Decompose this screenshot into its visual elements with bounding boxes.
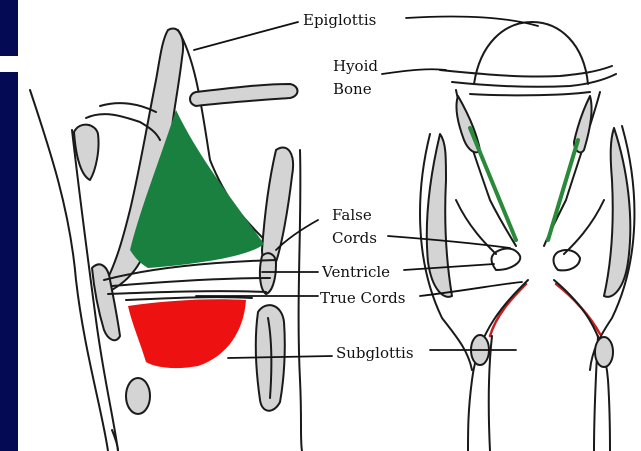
ventricle-line (112, 278, 270, 286)
leader-epiglottis-left (194, 22, 298, 50)
coronal-view (420, 22, 634, 451)
left-edge-bar-bottom (0, 72, 18, 451)
label-hyoid-line2: Bone (333, 80, 372, 98)
cricoid-ring-anterior (126, 378, 150, 414)
glottis-right-wall (564, 200, 604, 254)
upper-left-fold-2 (100, 103, 156, 112)
label-hyoid-line1: Hyoid (333, 57, 378, 75)
hyoid-band-3 (470, 92, 590, 95)
true-cord-left (490, 284, 526, 336)
posterior-cartilage-column (262, 148, 293, 265)
true-cord-fold-line (108, 291, 266, 294)
subglottic-wall-left (468, 280, 528, 451)
left-edge-bar-top (0, 0, 18, 56)
label-false-line2: Cords (332, 229, 377, 247)
sagittal-view (30, 28, 302, 451)
label-subglottis: Subglottis (336, 344, 414, 362)
label-ventricle: Ventricle (321, 263, 390, 281)
thyroid-lamina-left (427, 134, 452, 297)
false-cord-left (470, 128, 516, 240)
label-true-cords: True Cords (320, 289, 405, 307)
ventricle-left (492, 249, 521, 270)
false-cord-right (548, 140, 578, 240)
ventricle-right (554, 250, 581, 270)
label-epiglottis: Epiglottis (303, 11, 376, 29)
neck-contour-right (299, 150, 302, 451)
cricoid-right (595, 337, 613, 367)
leader-false-cords (388, 236, 510, 248)
leader-subglottis-left (228, 356, 332, 358)
thyroid-lamina-right (604, 128, 630, 297)
label-false-line1: False (332, 206, 372, 224)
leader-hyoid (382, 69, 446, 74)
hyoid-bone (190, 84, 298, 106)
